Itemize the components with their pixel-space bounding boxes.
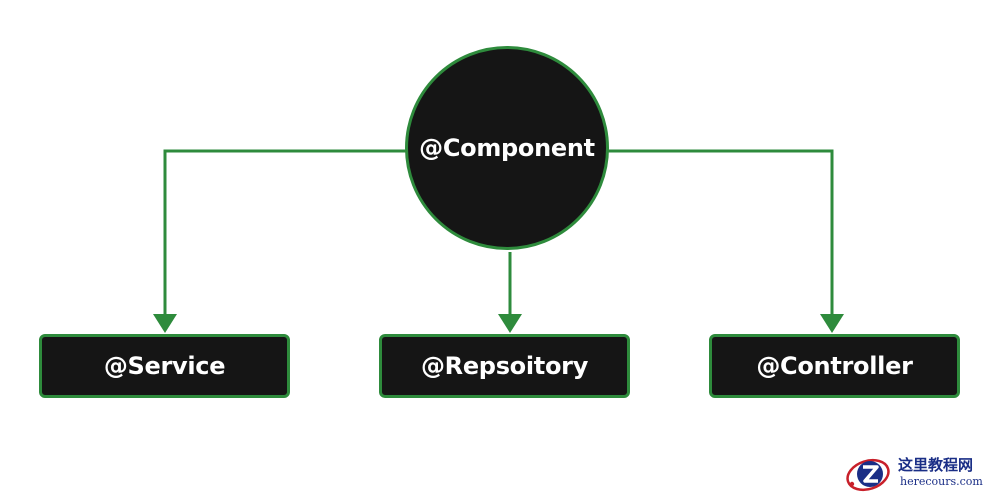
connector-service bbox=[163, 149, 407, 318]
arrowhead-repository bbox=[498, 314, 522, 333]
z-logo-icon bbox=[846, 458, 890, 492]
watermark: 这里教程网 herecours.com bbox=[844, 452, 994, 496]
service-label: @Service bbox=[103, 352, 226, 380]
component-node: @Component bbox=[405, 46, 609, 250]
repository-label: @Repsoitory bbox=[420, 352, 589, 380]
controller-node: @Controller bbox=[709, 334, 960, 398]
watermark-url: herecours.com bbox=[900, 475, 983, 488]
watermark-title: 这里教程网 bbox=[898, 456, 974, 474]
connector-controller bbox=[607, 149, 834, 318]
arrowhead-controller bbox=[820, 314, 844, 333]
controller-label: @Controller bbox=[756, 352, 913, 380]
component-label: @Component bbox=[419, 134, 595, 162]
repository-node: @Repsoitory bbox=[379, 334, 630, 398]
service-node: @Service bbox=[39, 334, 290, 398]
arrowhead-service bbox=[153, 314, 177, 333]
